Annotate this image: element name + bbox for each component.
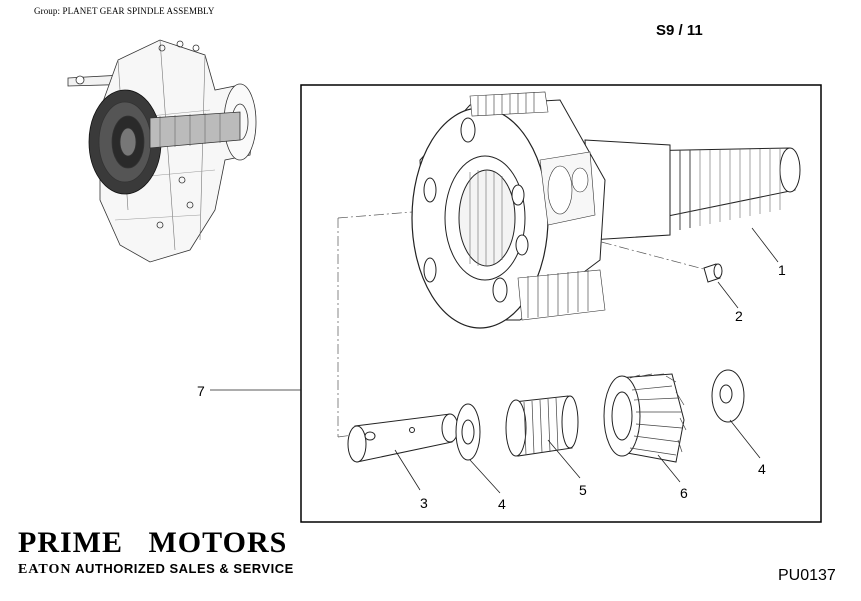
set-screw — [703, 263, 723, 283]
planet-pin — [347, 413, 459, 463]
planet-gear — [603, 373, 687, 463]
callout-2: 2 — [735, 308, 743, 324]
group-name: PLANET GEAR SPINDLE ASSEMBLY — [62, 6, 215, 16]
callout-1: 1 — [778, 262, 786, 278]
thrust-washer-right — [711, 369, 745, 423]
group-prefix: Group: — [34, 6, 61, 16]
page-reference: S9 / 11 — [656, 22, 703, 39]
brand-tagline: EATON AUTHORIZED SALES & SERVICE — [18, 561, 294, 578]
gearbox-thumbnail — [67, 39, 257, 263]
planet-carrier-spindle — [411, 91, 801, 329]
callout-6: 6 — [680, 485, 688, 501]
tagline-text: AUTHORIZED SALES & SERVICE — [71, 561, 294, 576]
callout-4-right: 4 — [758, 461, 766, 477]
group-label: Group: PLANET GEAR SPINDLE ASSEMBLY — [34, 6, 214, 16]
brand-name: PRIME MOTORS — [18, 526, 288, 559]
leader-lines — [210, 227, 779, 494]
thrust-washer-left — [455, 403, 481, 461]
part-code: PU0137 — [778, 567, 836, 584]
needle-bearing — [505, 395, 579, 457]
callout-5: 5 — [579, 482, 587, 498]
assembly-frame — [300, 84, 822, 523]
callout-3: 3 — [420, 495, 428, 511]
callout-7: 7 — [197, 383, 205, 399]
tagline-eaton: EATON — [18, 562, 72, 577]
callout-4-left: 4 — [498, 496, 506, 512]
